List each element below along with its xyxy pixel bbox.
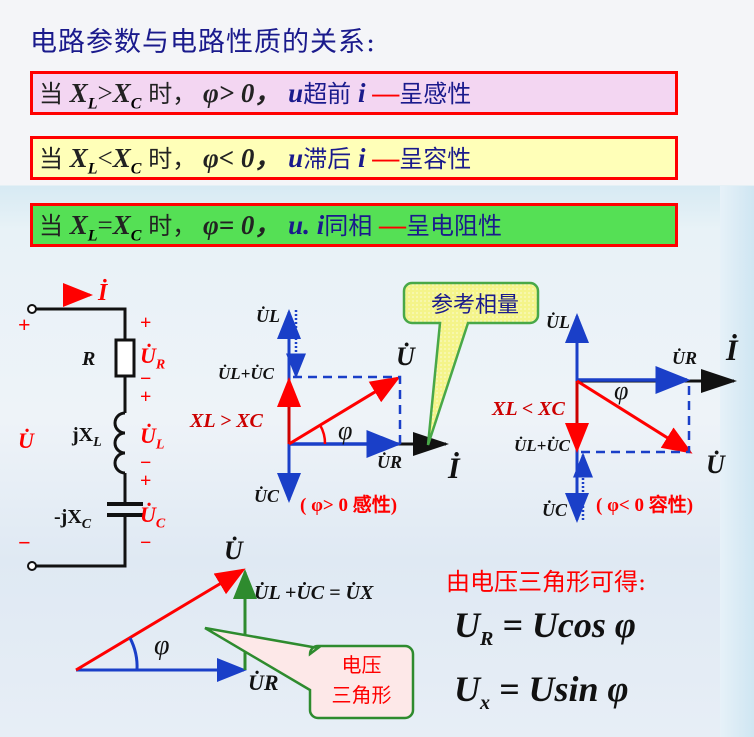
cap-note: ( φ< 0 容性) — [596, 495, 694, 516]
cap-ul-label: U̇L — [546, 312, 570, 332]
ind-ur-label: U̇R — [377, 452, 403, 472]
phasor-diagram-capacitive — [565, 313, 737, 523]
condition-capacitive: 当 XL<XC 时， φ< 0， u滞后 i —呈容性 — [30, 136, 678, 180]
c-minus: − — [140, 532, 152, 554]
ind-u-label: U̇ — [396, 342, 415, 371]
ul-label: U̇L — [140, 423, 165, 453]
l-minus: − — [140, 452, 152, 474]
inductor-label: jX — [72, 424, 94, 446]
ind-condition-label: XL > XC — [190, 410, 263, 432]
ind-note: ( φ> 0 感性) — [300, 495, 398, 516]
cap-phi-label: φ — [614, 376, 629, 405]
voltage-triangle-callout-text: 电压 三角形 — [331, 653, 392, 707]
cap-u-label: U̇ — [706, 450, 725, 479]
r-plus: + — [140, 312, 152, 334]
reference-phasor-callout — [402, 281, 540, 446]
resistor-label: R — [82, 348, 96, 370]
formula-ux: Ux = Usin φ — [454, 669, 629, 715]
ind-i-label: İ — [448, 452, 460, 485]
tri-u-label: U̇ — [224, 536, 243, 565]
uc-label: U̇C — [140, 502, 166, 532]
ur-label: U̇R — [140, 343, 166, 373]
tri-phi-label: φ — [154, 630, 170, 661]
cap-condition-label: XL < XC — [492, 398, 565, 420]
current-label: İ — [98, 280, 108, 306]
ind-ulc-label: U̇L+U̇C — [218, 364, 274, 383]
capacitor-label: -jX — [54, 506, 82, 528]
background-band — [720, 186, 754, 737]
cap-uc-label: U̇C — [542, 500, 568, 520]
condition-resistive: 当 XL=XC 时， φ= 0， u. i同相 —呈电阻性 — [30, 203, 678, 247]
condition-inductive: 当 XL>XC 时， φ> 0， u超前 i —呈感性 — [30, 71, 678, 115]
l-plus: + — [140, 386, 152, 408]
ind-ul-label: U̇L — [256, 306, 280, 326]
tri-ur-label: U̇R — [248, 670, 279, 695]
formula-heading: 由电压三角形可得: — [446, 568, 647, 596]
phasor-diagram-inductive — [277, 309, 449, 503]
formula-ur: UR = Ucos φ — [454, 605, 636, 651]
cap-i-label: İ — [726, 334, 738, 367]
cap-ur-label: U̇R — [672, 348, 698, 368]
rlc-circuit — [27, 283, 143, 571]
r-minus: − — [140, 368, 152, 390]
page-title: 电路参数与电路性质的关系: — [30, 27, 377, 58]
ind-phi-label: φ — [338, 416, 353, 445]
c-plus: + — [140, 470, 152, 492]
tri-ux-label: U̇L +U̇C = U̇X — [254, 582, 374, 604]
voltage-triangle — [75, 568, 415, 720]
source-voltage-label: U̇ — [18, 428, 34, 453]
source-minus: − — [18, 530, 31, 555]
ind-uc-label: U̇C — [254, 486, 280, 506]
cap-ulc-label: U̇L+U̇C — [514, 436, 570, 455]
reference-phasor-callout-text: 参考相量 — [430, 293, 519, 318]
source-plus: + — [18, 312, 31, 337]
